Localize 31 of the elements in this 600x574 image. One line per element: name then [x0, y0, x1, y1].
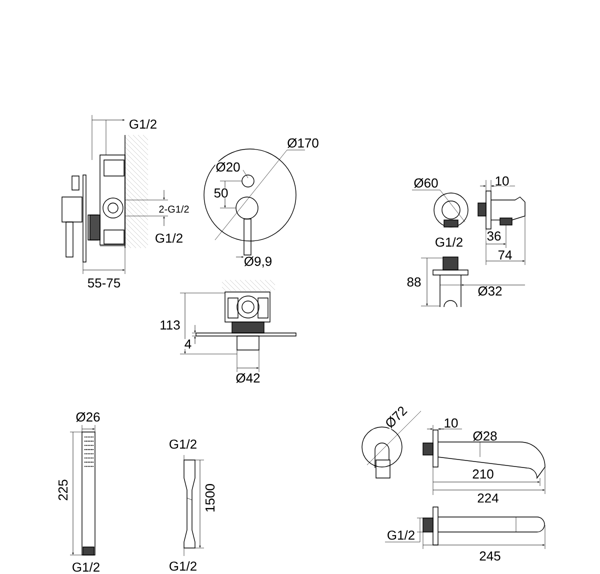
- dimension-label: G1/2: [386, 530, 416, 540]
- dimension-label: G1/2: [154, 232, 184, 244]
- dimension-label: G1/2: [71, 562, 101, 572]
- dimension-label: 4: [184, 339, 192, 349]
- dimension-label: 224: [476, 492, 500, 504]
- dimension-label: 74: [497, 250, 513, 260]
- dimension-label: 245: [478, 550, 502, 562]
- dimension-label: 210: [472, 468, 494, 480]
- dimension-label: Ø20: [215, 162, 241, 172]
- dimension-label: Ø170: [286, 138, 320, 148]
- dimension-label: Ø60: [413, 178, 439, 188]
- dimension-label: Ø42: [235, 372, 261, 384]
- dimension-label: 10: [494, 176, 510, 186]
- dimension-label: Ø26: [75, 412, 101, 422]
- dimension-label: 113: [159, 320, 181, 330]
- dimension-label: 225: [58, 478, 68, 502]
- dimension-label: 50: [213, 188, 229, 198]
- dimension-label: 1500: [204, 483, 216, 513]
- dimension-label: 55-75: [86, 278, 122, 288]
- dimension-label: Ø32: [477, 286, 503, 296]
- dimension-label: 10: [443, 418, 459, 428]
- dimension-label: G1/2: [168, 438, 198, 450]
- dimension-label: Ø9,9: [243, 256, 273, 268]
- dimension-label: G1/2: [434, 236, 464, 248]
- dimension-label: G1/2: [168, 560, 198, 572]
- dimension-label: Ø28: [472, 430, 498, 442]
- dimension-label: G1/2: [128, 118, 158, 130]
- dimension-label: 2-G1/2: [158, 204, 190, 214]
- dimension-label: Ø72: [383, 404, 409, 430]
- dimension-label: 36: [486, 230, 502, 242]
- dimension-label: 88: [406, 276, 422, 288]
